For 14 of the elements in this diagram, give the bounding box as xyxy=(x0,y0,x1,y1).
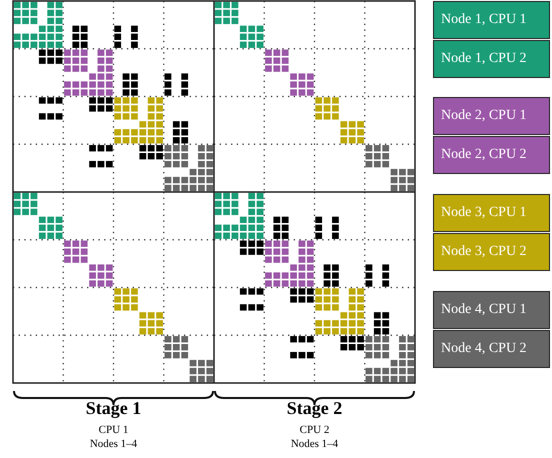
cpu-caption: CPU 1 xyxy=(98,424,128,436)
legend-label: Node 4, CPU 2 xyxy=(441,341,527,357)
legend-label: Node 3, CPU 2 xyxy=(441,244,527,260)
legend-label: Node 2, CPU 1 xyxy=(441,108,527,124)
legend-label: Node 1, CPU 2 xyxy=(441,51,527,67)
legend-label: Node 1, CPU 1 xyxy=(441,12,527,28)
legend-label: Node 3, CPU 1 xyxy=(441,205,527,221)
legend-label: Node 4, CPU 1 xyxy=(441,302,527,318)
stage-title: Stage 1 xyxy=(86,398,142,419)
nodes-caption: Nodes 1–4 xyxy=(290,438,338,450)
nodes-caption: Nodes 1–4 xyxy=(90,438,138,450)
stage-title: Stage 2 xyxy=(286,398,342,419)
cpu-caption: CPU 2 xyxy=(300,424,330,436)
legend-label: Node 2, CPU 2 xyxy=(441,147,527,163)
